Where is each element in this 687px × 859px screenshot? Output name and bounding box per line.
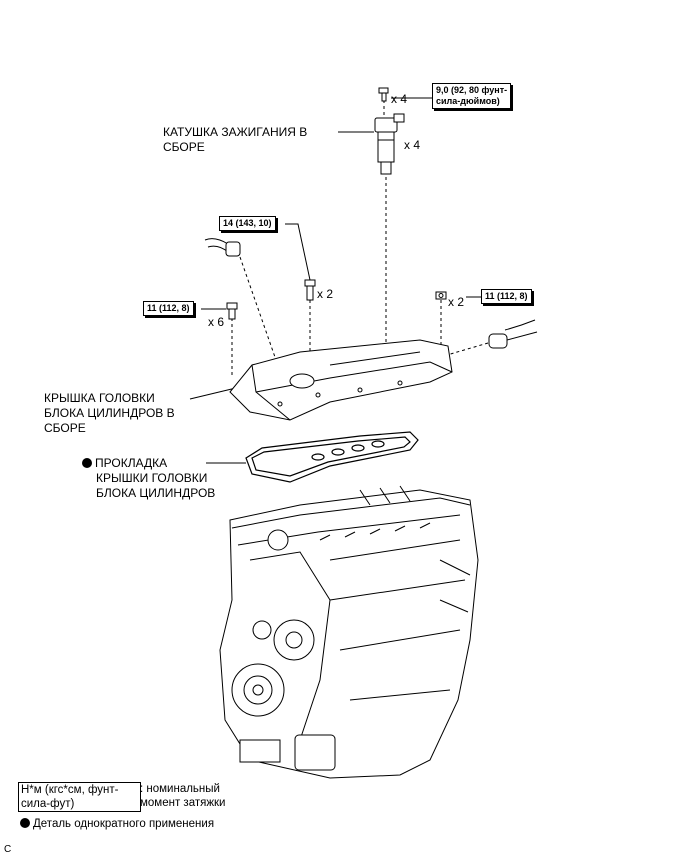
legend-torque-unit: Н*м (кгс*см, фунт- сила-фут) (18, 782, 141, 812)
dash-left-hose (239, 256, 277, 361)
torque-box-coil-bolt: 9,0 (92, 80 фунт- сила-дюймов) (432, 83, 512, 109)
legend-non-reusable: Деталь однократного применения (20, 817, 214, 832)
label-head-cover: КРЫШКА ГОЛОВКИ БЛОКА ЦИЛИНДРОВ В СБОРЕ (44, 391, 175, 435)
qty-right-nut: x 2 (448, 295, 465, 309)
torque-box-center-bolt: 14 (143, 10) (219, 216, 276, 231)
figure-code: C (4, 844, 12, 855)
center-bolt-icon (304, 279, 316, 301)
torque-box-right-nut: 11 (112, 8) (481, 289, 532, 304)
right-hose-icon (488, 319, 538, 349)
non-reusable-dot-icon (82, 458, 92, 468)
label-ignition-coil: КАТУШКА ЗАЖИГАНИЯ В СБОРЕ (163, 125, 308, 154)
coil-bolt-icon (378, 87, 389, 102)
torque-box-left-bolt: 11 (112, 8) (143, 301, 194, 316)
legend-torque-desc: : номинальный момент затяжки (140, 783, 226, 809)
left-bolt-icon (226, 302, 238, 320)
qty-center-bolt: x 2 (317, 287, 334, 301)
right-nut-icon (435, 291, 447, 300)
left-hose-icon (204, 238, 241, 257)
label-gasket: ПРОКЛАДКА КРЫШКИ ГОЛОВКИ БЛОКА ЦИЛИНДРОВ (82, 456, 215, 501)
engine-assembly-icon (219, 485, 479, 779)
non-reusable-dot-icon (20, 818, 30, 828)
qty-left-bolt: x 6 (208, 315, 225, 329)
ignition-coil-icon (374, 113, 405, 175)
leader-center-bolt (285, 223, 311, 281)
gasket-icon (245, 431, 419, 483)
cylinder-head-cover-icon (229, 339, 453, 421)
leader-head-cover (189, 386, 241, 400)
qty-ignition-coil: x 4 (404, 138, 421, 152)
qty-coil-bolt: x 4 (391, 92, 408, 106)
